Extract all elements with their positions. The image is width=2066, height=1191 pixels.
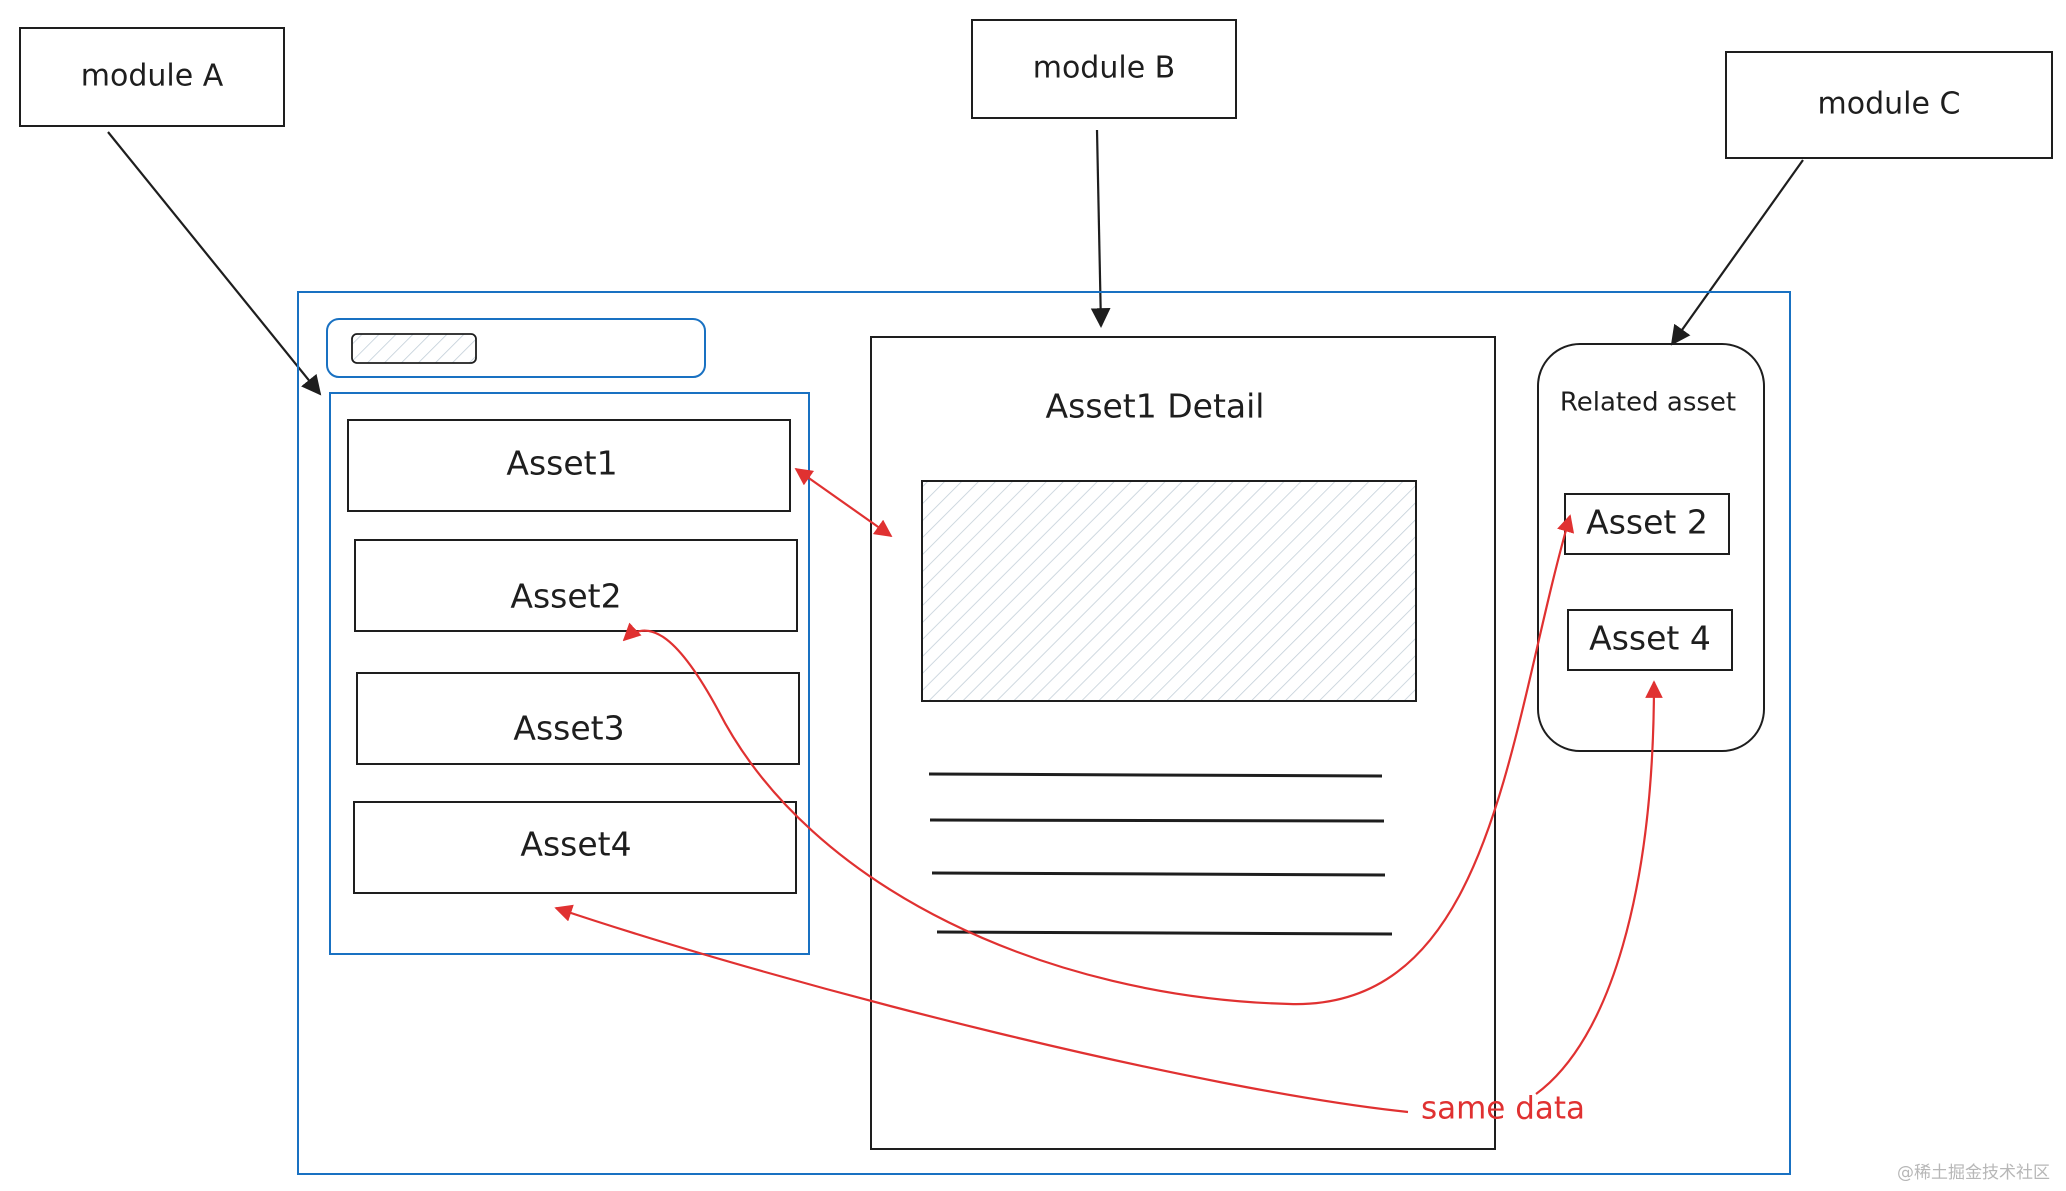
asset-detail-panel [870, 336, 1496, 1150]
asset-list-item[interactable]: Asset2 [354, 539, 798, 632]
asset-list-item-label: Asset4 [520, 825, 631, 864]
asset-detail-text-lines [928, 772, 1393, 936]
asset2-same-data-arrow [622, 514, 1575, 1006]
related-asset-title: Related asset [1560, 388, 1736, 418]
app-frame [297, 291, 1791, 1175]
asset4-related-same-data-arrow [1535, 680, 1663, 1095]
related-asset-item[interactable]: Asset 2 [1564, 493, 1730, 555]
asset-list-item-label: Asset3 [513, 709, 624, 748]
related-asset-item-label: Asset 2 [1586, 503, 1708, 542]
related-asset-item[interactable]: Asset 4 [1567, 609, 1733, 671]
module-c-label: module C [1818, 87, 1961, 122]
asset-detail-image [921, 480, 1417, 702]
related-asset-item-label: Asset 4 [1589, 619, 1711, 658]
module-b-label: module B [1033, 51, 1176, 86]
module-b-arrow [1090, 129, 1111, 328]
asset-list-panel [329, 392, 810, 955]
module-b-box: module B [971, 19, 1237, 119]
search-bar[interactable] [326, 318, 706, 378]
asset4-list-same-data-arrow [554, 904, 1409, 1114]
watermark: @稀土掘金技术社区 [1897, 1163, 2050, 1183]
asset-list-item[interactable]: Asset4 [353, 801, 797, 894]
asset-detail-title: Asset1 Detail [1046, 387, 1265, 426]
asset1-detail-link-arrow [794, 467, 893, 538]
asset-list-item-label: Asset2 [510, 577, 621, 616]
module-a-label: module A [81, 59, 224, 94]
module-c-arrow [1670, 159, 1804, 346]
search-input-placeholder [351, 333, 477, 364]
same-data-label: same data [1421, 1091, 1585, 1127]
module-a-box: module A [19, 27, 285, 127]
asset-list-item[interactable]: Asset3 [356, 672, 800, 765]
module-a-arrow [107, 131, 322, 396]
asset-list-item-label: Asset1 [506, 444, 617, 483]
asset-list-item[interactable]: Asset1 [347, 419, 791, 512]
module-c-box: module C [1725, 51, 2053, 159]
